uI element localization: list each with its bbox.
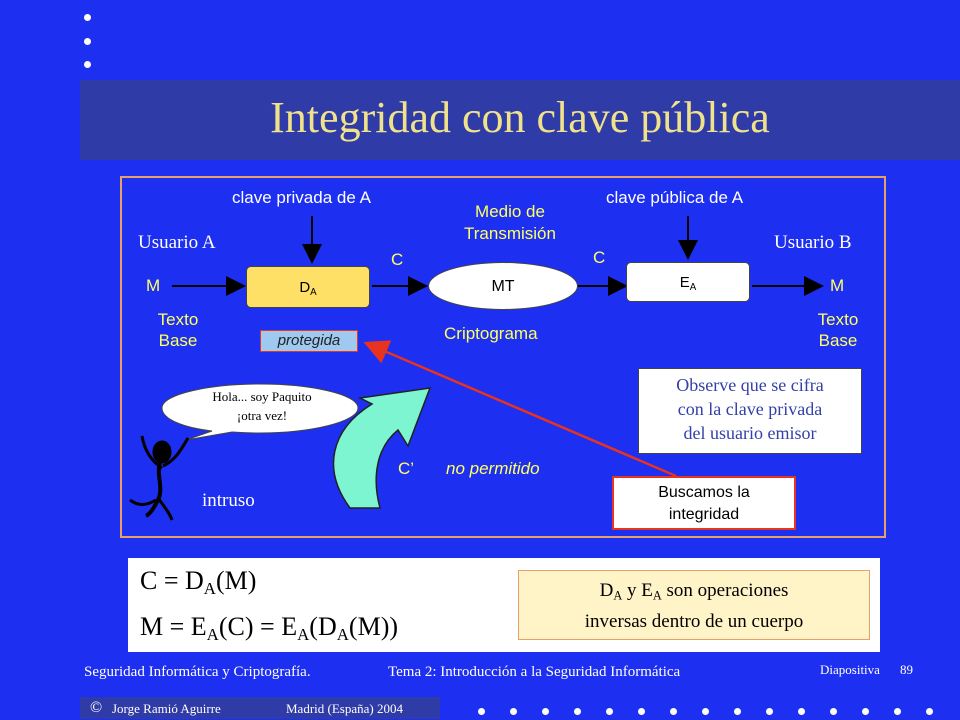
formula-2-sub1: A: [206, 625, 219, 645]
speech-text-2: ¡otra vez!: [236, 408, 288, 423]
label-public-key: clave pública de A: [606, 188, 744, 207]
speech-text-1: Hola... soy Paquito: [212, 389, 312, 404]
decor-dot: [542, 708, 549, 715]
box-ea-main: E: [679, 274, 690, 291]
label-user-a: Usuario A: [138, 232, 216, 253]
formula-2-a: M = E: [140, 612, 207, 641]
label-c-left: C: [391, 250, 404, 269]
decor-dot: [766, 708, 773, 715]
label-criptograma: Criptograma: [444, 324, 538, 343]
note-inverse-ops: DA y EA son operaciones inversas dentro …: [518, 570, 870, 640]
decor-dot: [894, 708, 901, 715]
footer-slide-label: Diapositiva: [820, 662, 880, 677]
label-intruso: intruso: [202, 490, 255, 511]
curved-arrow-icon: [332, 387, 432, 509]
box-ea-sub: A: [689, 281, 697, 293]
title-bar: [80, 80, 960, 160]
speech-bubble-icon: [161, 383, 359, 441]
formula-1: C = DA(M): [140, 566, 256, 599]
label-m-right: M: [830, 276, 845, 295]
note-observe-line3: del usuario emisor: [683, 423, 817, 443]
footer-author: Jorge Ramió Aguirre: [112, 701, 221, 716]
formula-2-sub2: A: [297, 625, 310, 645]
note-d: D: [599, 580, 614, 601]
note-observe-line1: Observe que se cifra: [676, 375, 824, 395]
label-c-right: C: [593, 248, 606, 267]
box-da-main: D: [299, 279, 311, 296]
decor-dot: [478, 708, 485, 715]
decor-dot: [638, 708, 645, 715]
note-sub2: A: [652, 588, 662, 603]
note-observe: Observe que se cifra con la clave privad…: [638, 368, 862, 454]
red-pointer-line: [363, 340, 677, 478]
slide-title: Integridad con clave pública: [270, 93, 770, 142]
decor-dot: [84, 61, 91, 68]
intruder-figure-icon: [129, 435, 190, 521]
footer-course: Seguridad Informática y Criptografía.: [84, 664, 311, 680]
formula-2-b: (C) = E: [218, 612, 298, 641]
formula-2-d: (M)): [348, 612, 399, 641]
decor-dot: [702, 708, 709, 715]
note-buscamos: Buscamos la integridad: [612, 476, 796, 530]
formula-1-a: C = D: [140, 566, 204, 595]
note-buscamos-line2: integridad: [668, 506, 740, 523]
decor-dot: [830, 708, 837, 715]
label-medium-line2: Transmisión: [464, 224, 556, 243]
box-da-sub: A: [310, 286, 317, 298]
footer-place: Madrid (España) 2004: [286, 701, 403, 716]
label-medium-line1: Medio de: [475, 202, 545, 221]
label-m-left: M: [146, 276, 161, 295]
label-texto-left-1: Texto: [157, 310, 199, 329]
decor-dot: [734, 708, 741, 715]
decor-dot: [670, 708, 677, 715]
ellipse-mt-label: MT: [491, 278, 515, 295]
note-son: son operaciones: [661, 580, 789, 601]
diagram-frame: [120, 176, 886, 538]
label-texto-right-2: Base: [818, 331, 858, 350]
decor-dot: [510, 708, 517, 715]
note-inverse-line2: inversas dentro de un cuerpo: [584, 610, 804, 632]
decor-dot: [798, 708, 805, 715]
formula-2: M = EA(C) = EA(DA(M)): [140, 612, 398, 645]
footer-topic: Tema 2: Introducción a la Seguridad Info…: [388, 664, 681, 680]
box-da: DA: [246, 266, 370, 308]
label-user-b: Usuario B: [774, 232, 852, 253]
formula-1-sub: A: [203, 579, 216, 599]
label-c-prime: C’: [398, 459, 415, 478]
decor-dot: [574, 708, 581, 715]
decor-dot: [84, 38, 91, 45]
footer-copyright: ©: [90, 699, 103, 716]
box-ea: EA: [626, 262, 750, 302]
footer-bar: [80, 697, 440, 719]
decor-dot: [606, 708, 613, 715]
label-protegida: protegida: [260, 330, 358, 352]
formula-2-sub3: A: [336, 625, 349, 645]
label-texto-right-1: Texto: [817, 310, 859, 329]
formula-2-c: (D: [309, 612, 337, 641]
label-texto-left-2: Base: [158, 331, 198, 350]
decor-dot: [84, 14, 91, 21]
footer-slide-number: 89: [900, 662, 913, 677]
note-ye: y E: [622, 580, 653, 601]
decor-dot: [862, 708, 869, 715]
note-inverse-line1: DA y EA son operaciones: [519, 578, 869, 609]
note-observe-line2: con la clave privada: [677, 399, 823, 419]
note-sub1: A: [613, 588, 623, 603]
ellipse-mt: MT: [428, 262, 578, 310]
label-private-key: clave privada de A: [232, 188, 371, 207]
decor-dot: [926, 708, 933, 715]
note-buscamos-line1: Buscamos la: [658, 484, 750, 501]
formula-1-b: (M): [215, 566, 257, 595]
label-no-permitido: no permitido: [446, 459, 540, 478]
